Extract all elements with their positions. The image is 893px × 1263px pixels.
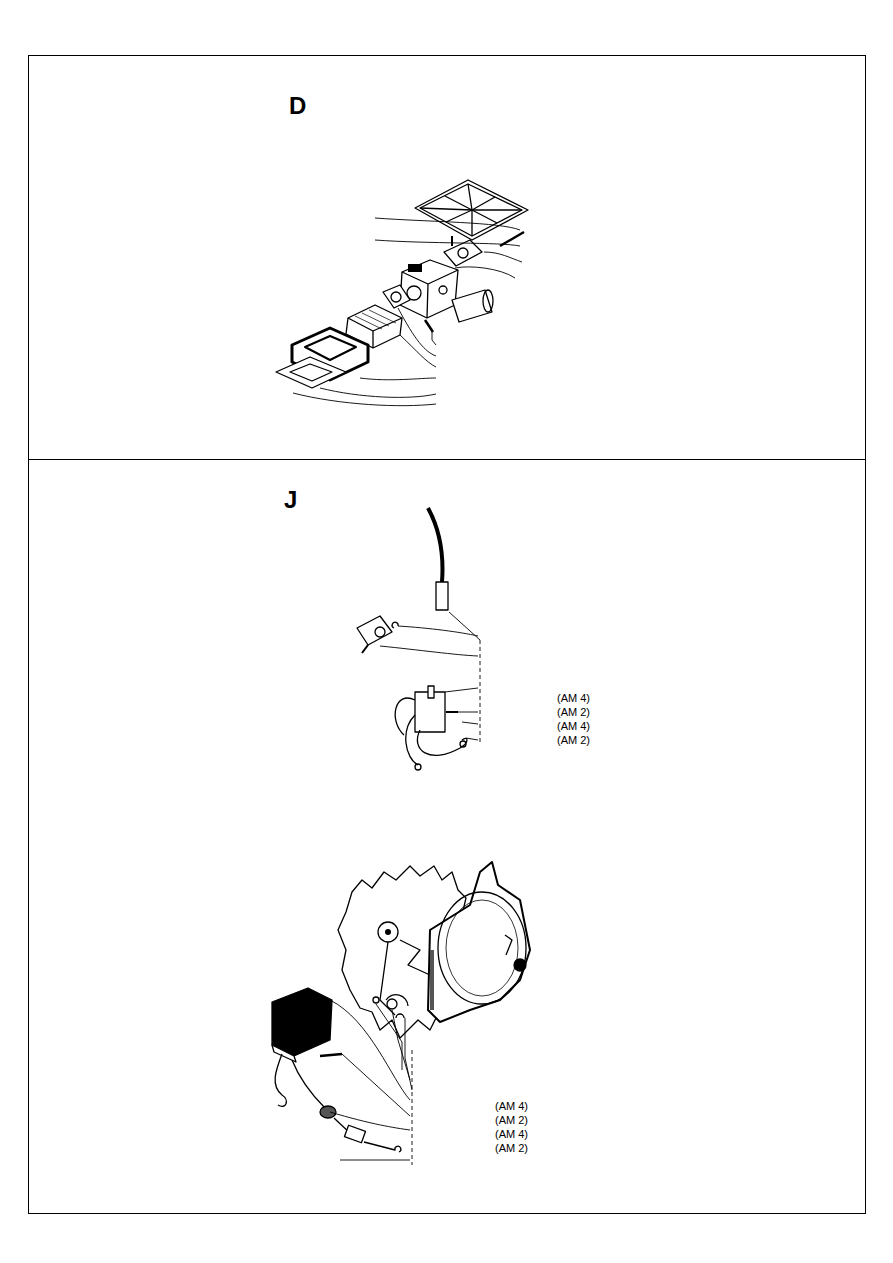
- panel-letter: J: [284, 488, 297, 512]
- model-code: (AM 2): [557, 707, 590, 718]
- model-code: (AM 4): [557, 693, 590, 704]
- model-code: (AM 2): [495, 1115, 528, 1126]
- ignition-lead-assembly: [357, 508, 480, 770]
- diagram-panel: J: [28, 459, 866, 1214]
- model-code: (AM 2): [557, 735, 590, 746]
- carburettor-assembly: [276, 180, 528, 406]
- model-code: (AM 4): [557, 721, 590, 732]
- model-code: (AM 2): [495, 1143, 528, 1154]
- model-code: (AM 4): [495, 1129, 528, 1140]
- flywheel-assembly: [272, 862, 530, 1165]
- model-code: (AM 4): [495, 1101, 528, 1112]
- diagram-panel: D: [28, 55, 866, 460]
- panel-letter: D: [289, 94, 306, 118]
